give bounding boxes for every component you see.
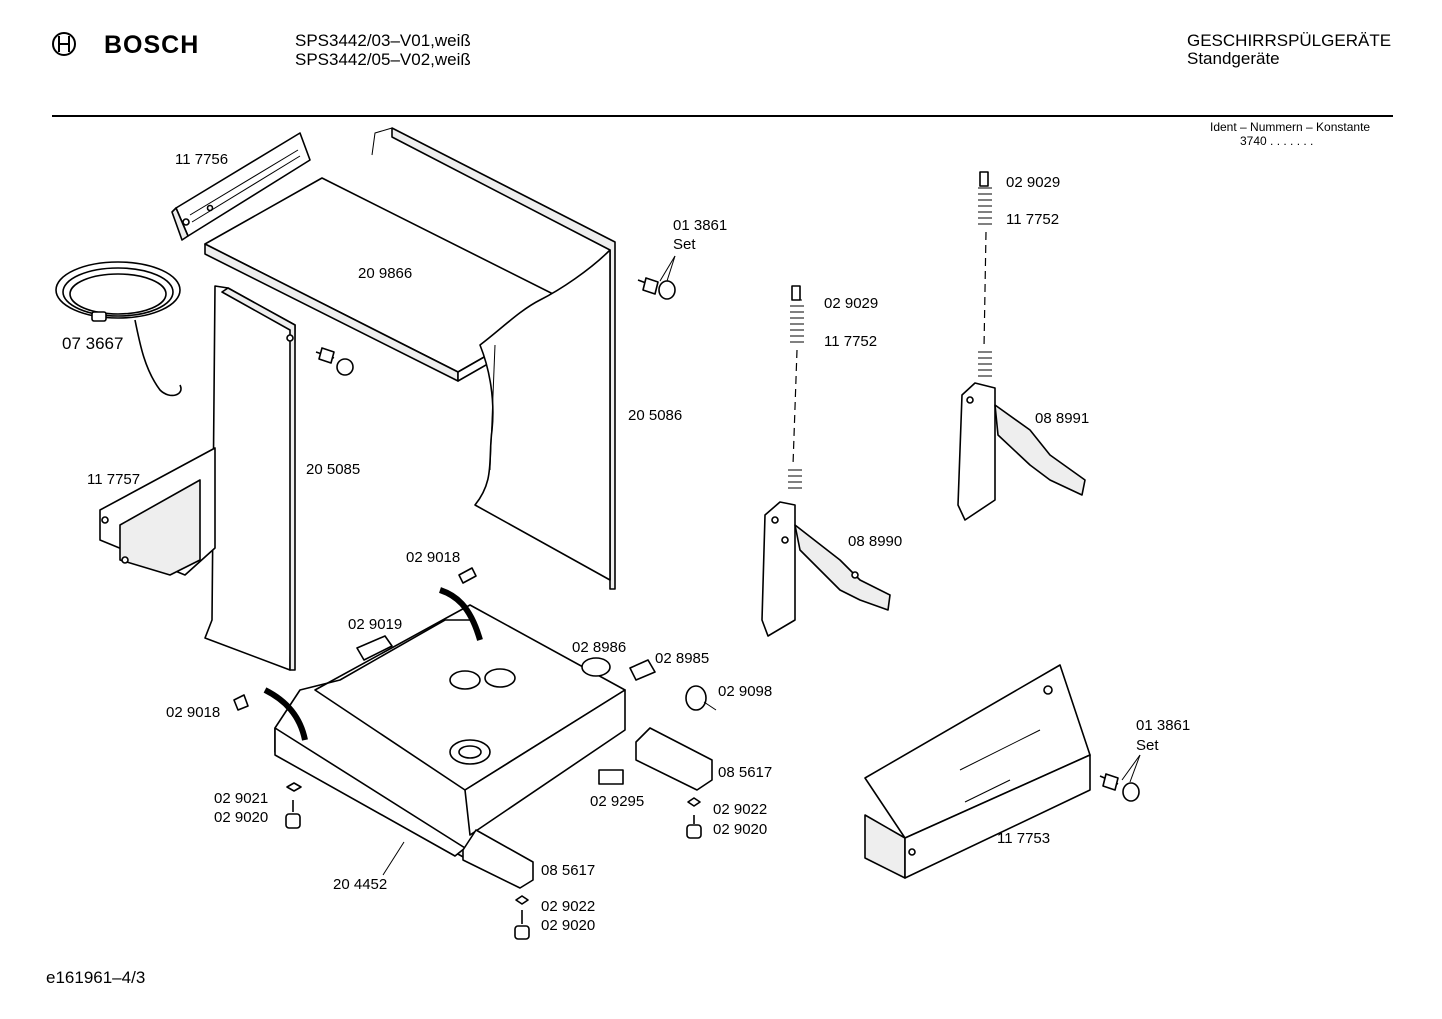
rail-085617-bottom: [462, 829, 534, 889]
part-label: 02 9020: [214, 809, 269, 826]
brand-logo: BOSCH: [104, 31, 200, 59]
part-label: 11 7757: [87, 471, 141, 488]
base-frame-204452: [263, 587, 626, 859]
ident-label: Ident – Nummern – Konstante: [1210, 120, 1371, 134]
part-label: 08 5617: [541, 862, 596, 879]
foot-left: [285, 782, 302, 829]
foot-right: [686, 797, 702, 839]
part-label: 01 3861: [673, 217, 728, 234]
part-label: 02 8985: [655, 650, 710, 667]
screw-set-013861-top: [637, 255, 676, 300]
part-label: Set: [1136, 737, 1159, 754]
part-label: 11 7752: [824, 333, 878, 350]
part-label: 07 3667: [62, 334, 124, 353]
category-title: GESCHIRRSPÜLGERÄTE: [1187, 31, 1392, 50]
part-label: 08 8990: [848, 533, 903, 550]
foot-bottom: [514, 895, 530, 940]
power-cord-073667: [55, 261, 182, 397]
document-reference: e161961–4/3: [46, 968, 146, 987]
clip-029018-top: [458, 567, 477, 584]
part-label: 08 5617: [718, 764, 773, 781]
hinge-spring-right: [978, 171, 992, 377]
leader-204452: [382, 841, 405, 876]
bracket-117757: [99, 447, 216, 576]
hinge-088990: [761, 501, 891, 637]
part-label: 02 8986: [572, 639, 627, 656]
part-label: 20 5085: [306, 461, 361, 478]
part-label: 11 7752: [1006, 211, 1060, 228]
part-label: 08 8991: [1035, 410, 1090, 427]
part-label: 01 3861: [1136, 717, 1191, 734]
clip-029018-left: [233, 694, 249, 711]
part-label: 02 9018: [166, 704, 221, 721]
rail-085617-right: [635, 727, 713, 791]
part-label: 02 9021: [214, 790, 269, 807]
part-label: 02 9022: [541, 898, 596, 915]
part-label: 02 9019: [348, 616, 403, 633]
sensor-029098: [685, 685, 717, 711]
cap-028986: [581, 657, 611, 677]
part-label: 11 7753: [997, 830, 1051, 847]
part-label: 11 7756: [175, 151, 229, 168]
model-line-2: SPS3442/05–V02,weiß: [295, 50, 471, 69]
bracket-029019: [356, 635, 393, 661]
screw-set-013861-bottom: [1099, 754, 1141, 802]
part-label: 02 9029: [1006, 174, 1061, 191]
screw-cap-worktop: [315, 347, 354, 376]
side-panel-205086: [371, 127, 616, 590]
kickplate-117753: [864, 664, 1091, 879]
model-line-1: SPS3442/03–V01,weiß: [295, 31, 471, 50]
part-label: 02 9020: [713, 821, 768, 838]
part-label: 02 9018: [406, 549, 461, 566]
hinge-088991: [957, 382, 1086, 521]
part-label: 02 9022: [713, 801, 768, 818]
connector-029295: [598, 769, 624, 785]
side-panel-205085: [204, 285, 296, 671]
rail-117756: [171, 132, 311, 241]
part-label: 20 9866: [358, 265, 413, 282]
part-label: 02 9029: [824, 295, 879, 312]
part-label: Set: [673, 236, 696, 253]
part-label: 20 5086: [628, 407, 683, 424]
switch-028985: [629, 659, 656, 681]
part-label: 20 4452: [333, 876, 388, 893]
part-label: 02 9098: [718, 683, 773, 700]
part-label: 02 9020: [541, 917, 596, 934]
subcategory-title: Standgeräte: [1187, 49, 1280, 68]
bosch-logo-icon: [52, 32, 76, 56]
ident-value: 3740 . . . . . . .: [1240, 134, 1314, 148]
hinge-spring-left: [788, 285, 804, 489]
part-label: 02 9295: [590, 793, 645, 810]
